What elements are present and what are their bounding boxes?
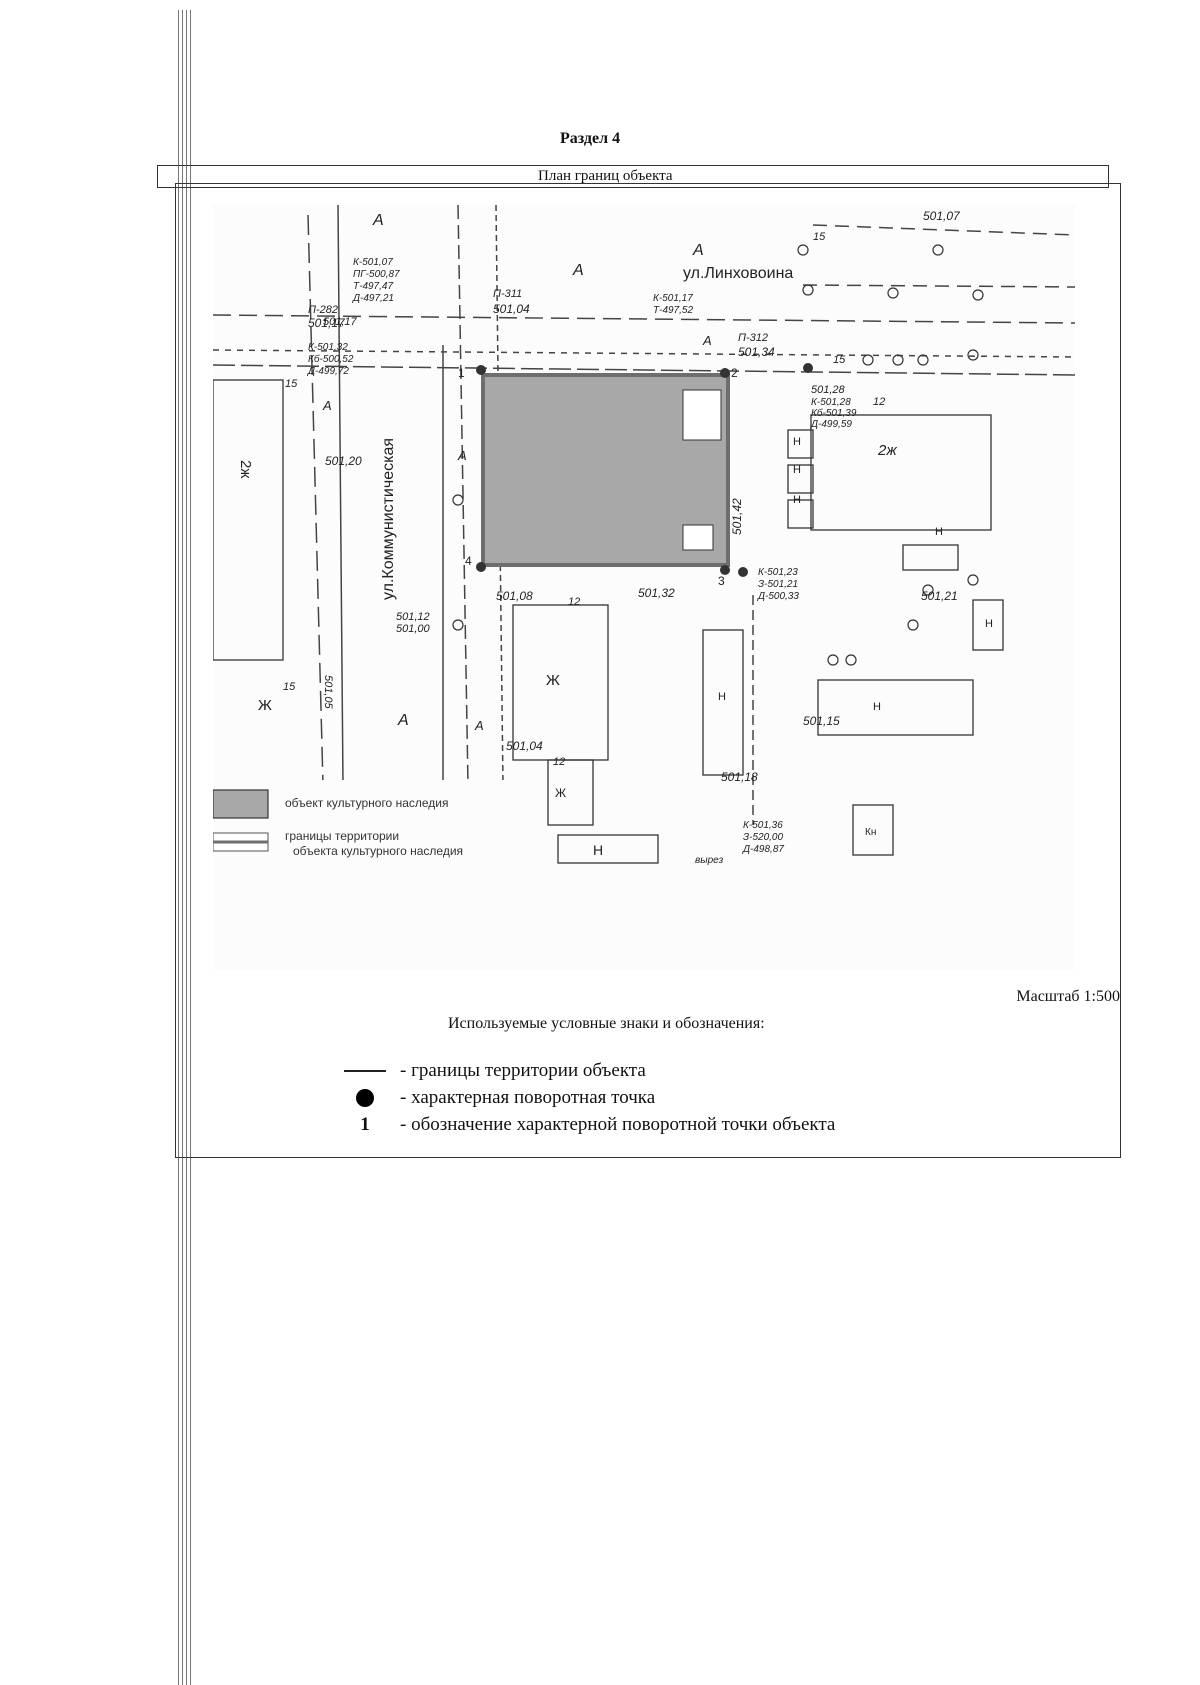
svg-text:501,07: 501,07 [923, 209, 961, 223]
margin-line-4 [190, 10, 191, 1685]
svg-text:501,17: 501,17 [323, 316, 358, 328]
scale-label: Масштаб 1:500 [1016, 988, 1120, 1005]
svg-text:Ж: Ж [258, 697, 272, 714]
section-title: Раздел 4 [560, 130, 621, 147]
svg-text:501,12: 501,12 [396, 611, 430, 623]
svg-text:501,15: 501,15 [803, 714, 840, 728]
svg-text:15: 15 [283, 681, 296, 693]
svg-text:Кб-500,52: Кб-500,52 [308, 353, 354, 365]
svg-text:15: 15 [813, 231, 826, 243]
svg-text:501,17: 501,17 [308, 316, 346, 330]
margin-line-3 [186, 10, 187, 1685]
svg-text:501,04: 501,04 [493, 302, 530, 316]
street-name-kommunisticheskaya: ул.Коммунистическая [380, 438, 397, 600]
map-legend-object-swatch [213, 789, 269, 819]
svg-text:Д-499,59: Д-499,59 [810, 419, 852, 430]
svg-text:Н: Н [793, 464, 801, 476]
svg-text:Ж: Ж [546, 672, 560, 689]
svg-text:Н: Н [935, 526, 943, 538]
margin-line-2 [182, 10, 183, 1685]
svg-text:15: 15 [285, 378, 298, 390]
svg-text:2ж: 2ж [237, 460, 254, 478]
map-legend-boundary-1: границы территории [285, 829, 399, 843]
svg-text:15: 15 [833, 354, 846, 366]
street-name-linkhovoina: ул.Линховоина [683, 265, 793, 282]
legend-item-point-number: 1 - обозначение характерной поворотной т… [330, 1114, 835, 1136]
svg-text:К-501,36: К-501,36 [743, 820, 783, 831]
legend-text-point: - характерная поворотная точка [400, 1087, 656, 1108]
svg-text:А: А [474, 718, 484, 733]
svg-text:А: А [692, 242, 704, 259]
svg-text:К-501,17: К-501,17 [653, 293, 693, 304]
svg-text:П-311: П-311 [493, 288, 522, 300]
legend-item-boundary: - границы территории объекта [330, 1060, 646, 1082]
svg-text:501,00: 501,00 [396, 623, 431, 635]
svg-text:501,18: 501,18 [721, 770, 758, 784]
svg-text:501,28: 501,28 [811, 384, 846, 396]
svg-text:501,34: 501,34 [738, 345, 775, 359]
point-number-symbol: 1 [360, 1114, 370, 1135]
svg-text:Кн: Кн [865, 827, 876, 838]
plan-frame [175, 183, 1121, 1158]
svg-text:501,42: 501,42 [730, 498, 744, 535]
svg-text:Кб-501,39: Кб-501,39 [811, 407, 857, 419]
svg-text:12: 12 [873, 396, 885, 408]
legend-title: Используемые условные знаки и обозначени… [448, 1015, 765, 1032]
svg-text:Н: Н [873, 701, 881, 713]
svg-text:К-501,32: К-501,32 [308, 342, 348, 353]
svg-text:А: А [372, 212, 384, 229]
svg-text:501,08: 501,08 [496, 589, 533, 603]
svg-text:Н: Н [793, 494, 801, 506]
svg-text:К-501,07: К-501,07 [353, 257, 393, 268]
svg-text:К-501,23: К-501,23 [758, 567, 798, 578]
point-label-4: 4 [465, 554, 472, 568]
svg-text:П-282: П-282 [308, 304, 338, 316]
svg-text:З-520,00: З-520,00 [743, 832, 783, 843]
svg-text:Н: Н [985, 618, 993, 630]
legend-text-boundary: - границы территории объекта [400, 1060, 646, 1081]
svg-text:вырез: вырез [695, 855, 724, 866]
point-label-1: 1 [458, 366, 465, 380]
svg-text:12: 12 [553, 756, 565, 768]
plan-title-bar: План границ объекта [157, 165, 1109, 188]
svg-text:ПГ-500,87: ПГ-500,87 [353, 269, 400, 280]
boundary-line-symbol [344, 1070, 386, 1072]
svg-text:А: А [397, 712, 409, 729]
svg-text:Д-497,21: Д-497,21 [352, 293, 394, 304]
svg-text:Т-497,47: Т-497,47 [353, 281, 393, 292]
svg-text:Н: Н [593, 842, 603, 858]
svg-text:Н: Н [718, 691, 726, 703]
svg-text:501,32: 501,32 [638, 586, 675, 600]
svg-text:А: А [572, 262, 584, 279]
legend-text-point-number: - обозначение характерной поворотной точ… [400, 1114, 836, 1135]
svg-text:А: А [322, 398, 332, 413]
plan-title: План границ объекта [538, 168, 673, 184]
svg-text:Т-497,52: Т-497,52 [653, 305, 693, 316]
svg-text:501,21: 501,21 [921, 589, 958, 603]
svg-text:Д-499,72: Д-499,72 [307, 366, 349, 377]
svg-text:2ж: 2ж [877, 442, 897, 459]
street-line [213, 314, 1075, 324]
turning-point-symbol [356, 1089, 374, 1107]
point-label-3: 3 [718, 574, 725, 588]
boundary-plan-map: ул.Линховоина ул.Коммунистическая А А А … [213, 205, 1075, 970]
svg-text:12: 12 [568, 596, 580, 608]
map-legend-boundary-2: объекта культурного наследия [293, 844, 463, 858]
svg-text:А: А [457, 448, 467, 463]
svg-text:П-312: П-312 [738, 332, 768, 344]
margin-line-1 [178, 10, 179, 1685]
svg-text:501,05: 501,05 [322, 675, 334, 710]
svg-text:К-501,28: К-501,28 [811, 397, 851, 408]
legend-item-point: - характерная поворотная точка [330, 1087, 655, 1109]
svg-text:Н: Н [793, 436, 801, 448]
svg-text:Д-498,87: Д-498,87 [742, 844, 784, 855]
svg-text:501,20: 501,20 [325, 454, 362, 468]
svg-text:Д-500,33: Д-500,33 [757, 591, 799, 602]
point-label-2: 2 [731, 366, 738, 380]
map-legend-object: объект культурного наследия [285, 796, 448, 810]
svg-text:З-501,21: З-501,21 [758, 579, 798, 590]
svg-text:А: А [702, 333, 712, 348]
svg-text:Ж: Ж [555, 786, 566, 800]
svg-text:501,04: 501,04 [506, 739, 543, 753]
